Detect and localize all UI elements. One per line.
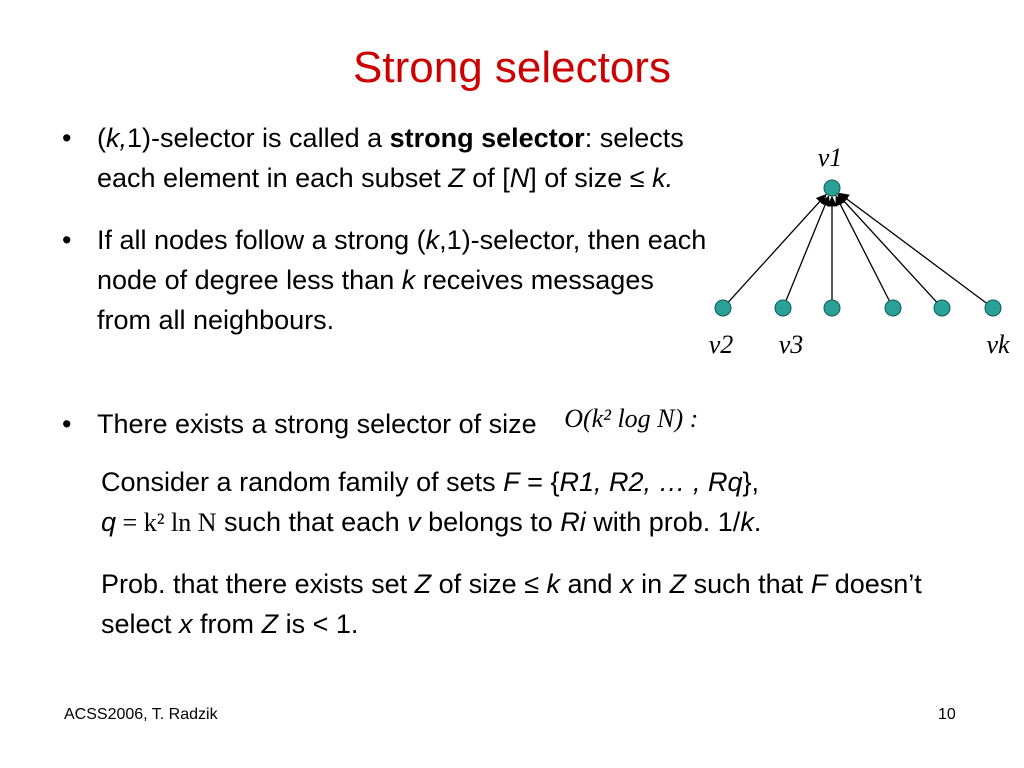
bullet-3: • There exists a strong selector of size… — [62, 404, 897, 445]
leaf-node — [714, 299, 732, 317]
var-z: Z — [448, 163, 465, 193]
edge-arrow — [727, 193, 827, 303]
bullet-list: • (k,1)-selector is called a strong sele… — [62, 118, 712, 362]
bullet-dot: • — [62, 123, 72, 153]
node-label-v1: v1 — [818, 143, 843, 172]
var-k: k — [401, 265, 416, 295]
bullet-dot: • — [62, 225, 72, 255]
page-number: 10 — [938, 706, 956, 723]
var-x: x — [620, 569, 634, 599]
text: from — [192, 609, 262, 639]
var-k: k — [425, 225, 440, 255]
sub-paragraph-2: Prob. that there exists set Z of size ≤ … — [101, 564, 981, 644]
leaf-node — [933, 299, 951, 317]
term-strong-selector: strong selector — [389, 123, 585, 153]
edge-arrow — [837, 193, 938, 303]
var-n: N — [509, 163, 530, 193]
text: such that — [686, 569, 811, 599]
text: Prob. that there exists set — [101, 569, 415, 599]
text: . — [753, 507, 762, 537]
var-x: x — [179, 609, 193, 639]
var-z: Z — [261, 609, 279, 639]
leaf-node — [823, 299, 841, 317]
var-k: k, — [106, 123, 128, 153]
text: There exists a strong selector of size — [97, 409, 545, 439]
bullet-2: • If all nodes follow a strong (k,1)-sel… — [62, 220, 712, 340]
bullet-dot: • — [62, 409, 72, 439]
edge-arrow — [838, 192, 987, 304]
var-ri: Ri — [560, 507, 586, 537]
text: is < 1. — [278, 609, 359, 639]
formula-q: = k² ln N — [116, 508, 217, 537]
text: : selects each element in each subset — [97, 123, 684, 193]
slide-title: Strong selectors — [353, 43, 671, 92]
var-f: F — [503, 467, 520, 497]
formula-size: O(k² log N) : — [564, 404, 699, 433]
var-k: k. — [652, 163, 674, 193]
text: ,1)-selector, then each node of degree l… — [97, 225, 707, 295]
text: such that each — [216, 507, 408, 537]
sub-paragraph-1: Consider a random family of sets F = {R1… — [101, 462, 981, 543]
footer-left: ACSS2006, T. Radzik — [64, 706, 218, 723]
node-label-v3: v3 — [779, 330, 804, 359]
leaf-node — [984, 299, 1002, 317]
graph-nodes — [714, 179, 1002, 317]
text: in — [633, 569, 670, 599]
var-v: v — [407, 507, 421, 537]
node-label-vk: vk — [986, 330, 1010, 359]
text: with prob. 1/ — [585, 507, 741, 537]
leaf-node — [884, 299, 902, 317]
text: If all nodes follow a strong ( — [97, 225, 426, 255]
sets-list: R1, R2, … , Rq — [559, 467, 743, 497]
edge-arrow — [785, 195, 830, 301]
edge-arrow — [835, 195, 890, 302]
var-z: Z — [669, 569, 687, 599]
text: }, — [742, 467, 760, 497]
text: ( — [97, 123, 106, 153]
text: doesn’t select — [101, 569, 922, 639]
text: and — [560, 569, 621, 599]
text: of size ≤ — [431, 569, 547, 599]
node-label-v2: v2 — [709, 330, 734, 359]
var-z: Z — [414, 569, 432, 599]
text: belongs to — [420, 507, 561, 537]
var-f: F — [810, 569, 828, 599]
text: of [ — [464, 163, 510, 193]
root-node-v1 — [823, 179, 841, 197]
leaf-node — [774, 299, 792, 317]
var-q: q — [101, 507, 117, 537]
text: = { — [519, 467, 560, 497]
var-k: k — [546, 569, 561, 599]
var-k: k — [740, 507, 754, 537]
text: Consider a random family of sets — [101, 467, 504, 497]
text: receives messages from all neighbours. — [97, 265, 654, 335]
bullet-1: • (k,1)-selector is called a strong sele… — [62, 118, 712, 198]
text: ] of size ≤ — [529, 163, 653, 193]
text: 1)-selector is called a — [127, 123, 390, 153]
graph-edges — [727, 192, 987, 304]
